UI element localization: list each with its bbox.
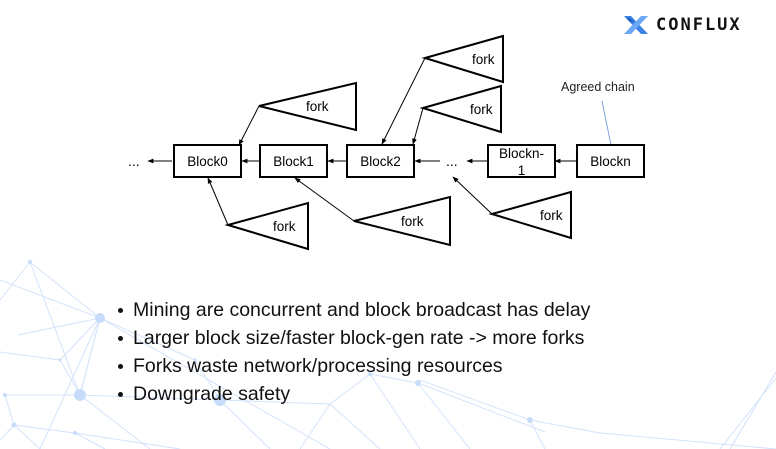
bullet-text: Mining are concurrent and block broadcas…	[133, 299, 591, 321]
fork-bottom-block0: fork	[207, 177, 309, 251]
middle-ellipsis: ...	[446, 153, 458, 169]
bullet-dot-icon	[118, 308, 123, 313]
bullet-item: Mining are concurrent and block broadcas…	[116, 296, 590, 324]
fork-top-block2-lower: fork	[412, 84, 502, 145]
agreed-chain-pointer	[601, 100, 612, 146]
fork-top-block2-upper: fork	[381, 34, 504, 145]
fork-top-block0: fork	[238, 81, 357, 146]
fork-label: fork	[306, 99, 329, 114]
fork-bottom-block1: fork	[294, 177, 451, 247]
bullet-group-1: Mining are concurrent and block broadcas…	[116, 296, 590, 352]
block-blockn-1: Blockn- 1	[487, 144, 556, 178]
bullet-text: Larger block size/faster block-gen rate …	[133, 327, 585, 349]
fork-label: fork	[472, 52, 495, 67]
left-ellipsis: ...	[128, 153, 140, 169]
block-label-line2: 1	[518, 163, 526, 178]
agreed-chain-label: Agreed chain	[561, 80, 635, 94]
fork-label: fork	[540, 208, 563, 223]
fork-label: fork	[401, 214, 424, 229]
block-blockn: Blockn	[576, 144, 645, 178]
conflux-x-icon	[624, 16, 648, 34]
bullet-text: Forks waste network/processing resources	[133, 355, 503, 377]
block-label: Block2	[360, 154, 401, 169]
block-label: Block0	[187, 154, 228, 169]
fork-label: fork	[470, 102, 493, 117]
bullet-dot-icon	[118, 336, 123, 341]
block-block1: Block1	[259, 144, 328, 178]
fork-bottom-ellipsis: fork	[452, 176, 572, 240]
bullet-dot-icon	[118, 392, 123, 397]
bullet-text: Downgrade safety	[133, 383, 291, 405]
bullet-dot-icon	[118, 364, 123, 369]
bullet-item: Larger block size/faster block-gen rate …	[116, 324, 590, 352]
logo-text: CONFLUX	[656, 15, 742, 35]
bullet-points: Mining are concurrent and block broadcas…	[116, 296, 590, 408]
bullet-group-2: Forks waste network/processing resources…	[116, 352, 590, 408]
block-block2: Block2	[346, 144, 415, 178]
bullet-item: Downgrade safety	[116, 380, 590, 408]
block-label: Blockn	[590, 154, 631, 169]
bullet-item: Forks waste network/processing resources	[116, 352, 590, 380]
block-block0: Block0	[173, 144, 242, 178]
block-label: Block1	[273, 154, 314, 169]
conflux-logo: CONFLUX	[622, 12, 742, 38]
block-label-line1: Blockn-	[499, 146, 544, 161]
fork-label: fork	[273, 219, 296, 234]
